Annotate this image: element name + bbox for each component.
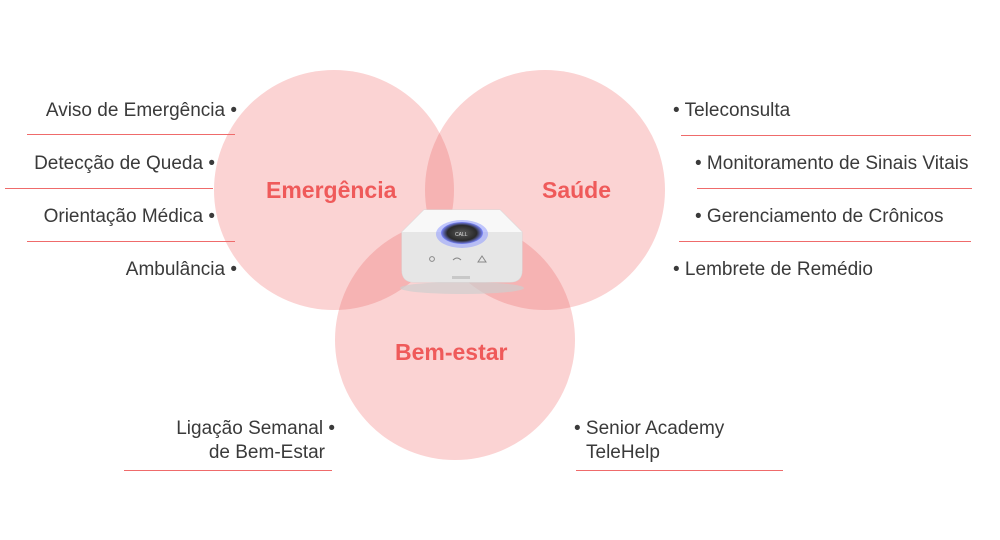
left-item-rule xyxy=(27,134,235,135)
health-circle-label: Saúde xyxy=(542,177,612,203)
bottom-right-item-line1: • Senior Academy xyxy=(574,418,725,439)
emergency-circle-label: Emergência xyxy=(266,177,397,203)
bottom-left-item-rule xyxy=(124,470,332,471)
emergency-wellbeing-overlap xyxy=(335,220,454,310)
bottom-right-item-rule xyxy=(576,470,783,471)
right-item-rule xyxy=(679,241,971,242)
right-item: • Teleconsulta xyxy=(673,100,791,121)
emergency-call-device-icon: CALL xyxy=(400,209,524,294)
right-item: • Gerenciamento de Crônicos xyxy=(695,206,944,227)
wellbeing-circle-label: Bem-estar xyxy=(395,339,508,365)
right-item: • Monitoramento de Sinais Vitais xyxy=(695,153,969,174)
right-item-rule xyxy=(697,188,972,189)
left-item: Ambulância • xyxy=(125,259,237,280)
right-item-rule xyxy=(681,135,971,136)
bottom-right-item-line2: TeleHelp xyxy=(586,442,660,463)
right-item: • Lembrete de Remédio xyxy=(673,259,873,280)
left-item: Aviso de Emergência • xyxy=(45,100,237,121)
bottom-left-item-line1: Ligação Semanal • xyxy=(176,418,335,439)
left-item-rule xyxy=(27,241,235,242)
left-item: Detecção de Queda • xyxy=(34,153,215,174)
bottom-left-item-line2: de Bem-Estar xyxy=(208,442,325,463)
left-item: Orientação Médica • xyxy=(43,206,215,227)
svg-text:CALL: CALL xyxy=(455,232,468,238)
left-item-rule xyxy=(5,188,213,189)
